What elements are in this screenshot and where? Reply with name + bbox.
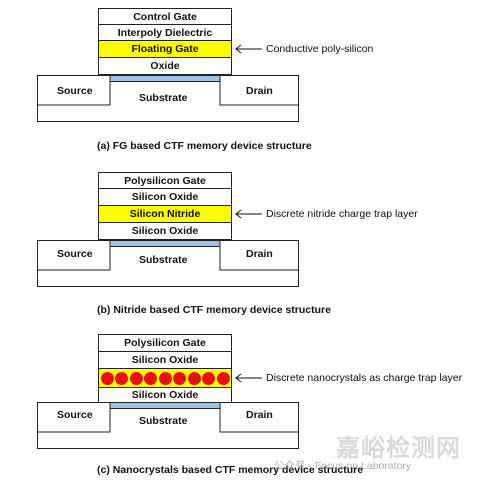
nanocrystal-dot (173, 371, 186, 385)
source-label: Source (57, 409, 93, 421)
nanocrystal-dot (216, 371, 230, 385)
substrate-label: Substrate (139, 92, 188, 104)
substrate-label: Substrate (139, 254, 188, 266)
annotation-text: Discrete nitride charge trap layer (266, 208, 418, 220)
layer-silicon-oxide-bottom: Silicon Oxide (98, 387, 232, 403)
nanocrystal-dot (100, 371, 114, 385)
substrate-frame (37, 402, 299, 449)
layer-oxide: Oxide (98, 57, 232, 75)
layer-silicon-nitride: Silicon Nitride (98, 205, 232, 223)
nanocrystal-dot (115, 371, 128, 385)
watermark-line: 公众号 · Focus on Laboratory (274, 460, 412, 472)
nanocrystal-dot (187, 371, 201, 385)
layer-polysilicon-gate: Polysilicon Gate (98, 334, 232, 352)
substrate-frame (37, 240, 299, 287)
nanocrystal-dot (202, 371, 215, 385)
annotation-text: Discrete nanocrystals as charge trap lay… (266, 372, 463, 384)
drain-label: Drain (246, 248, 273, 260)
layer-silicon-oxide-bottom: Silicon Oxide (98, 222, 232, 240)
substrate-outline (37, 402, 299, 449)
layer-floating-gate: Floating Gate (98, 40, 232, 58)
nanocrystal-dot (129, 371, 143, 385)
caption: (a) FG based CTF memory device structure (97, 140, 312, 152)
substrate-outline (37, 75, 299, 122)
substrate-outline (37, 240, 299, 287)
substrate-label: Substrate (139, 415, 188, 427)
caption: (b) Nitride based CTF memory device stru… (97, 304, 331, 316)
layer-polysilicon-gate: Polysilicon Gate (98, 172, 232, 189)
watermark-brand: 嘉峪检测网 (336, 435, 461, 462)
arrow-icon (235, 373, 262, 383)
drain-label: Drain (246, 409, 273, 421)
layer-silicon-oxide-top: Silicon Oxide (98, 188, 232, 206)
layer-interpoly-dielectric: Interpoly Dielectric (98, 24, 232, 41)
caption: (c) Nanocrystals based CTF memory device… (97, 464, 364, 476)
source-label: Source (57, 248, 93, 260)
layer-silicon-oxide-top: Silicon Oxide (98, 351, 232, 369)
nanocrystal-dot (144, 371, 157, 385)
source-label: Source (57, 85, 93, 97)
layer-control-gate: Control Gate (98, 8, 232, 25)
arrow-icon (235, 44, 262, 54)
nanocrystal-dot (158, 371, 172, 385)
nanocrystal-layer (98, 368, 232, 388)
annotation-text: Conductive poly-silicon (266, 43, 374, 55)
drain-label: Drain (246, 85, 273, 97)
arrow-icon (235, 209, 262, 219)
substrate-frame (37, 75, 299, 122)
